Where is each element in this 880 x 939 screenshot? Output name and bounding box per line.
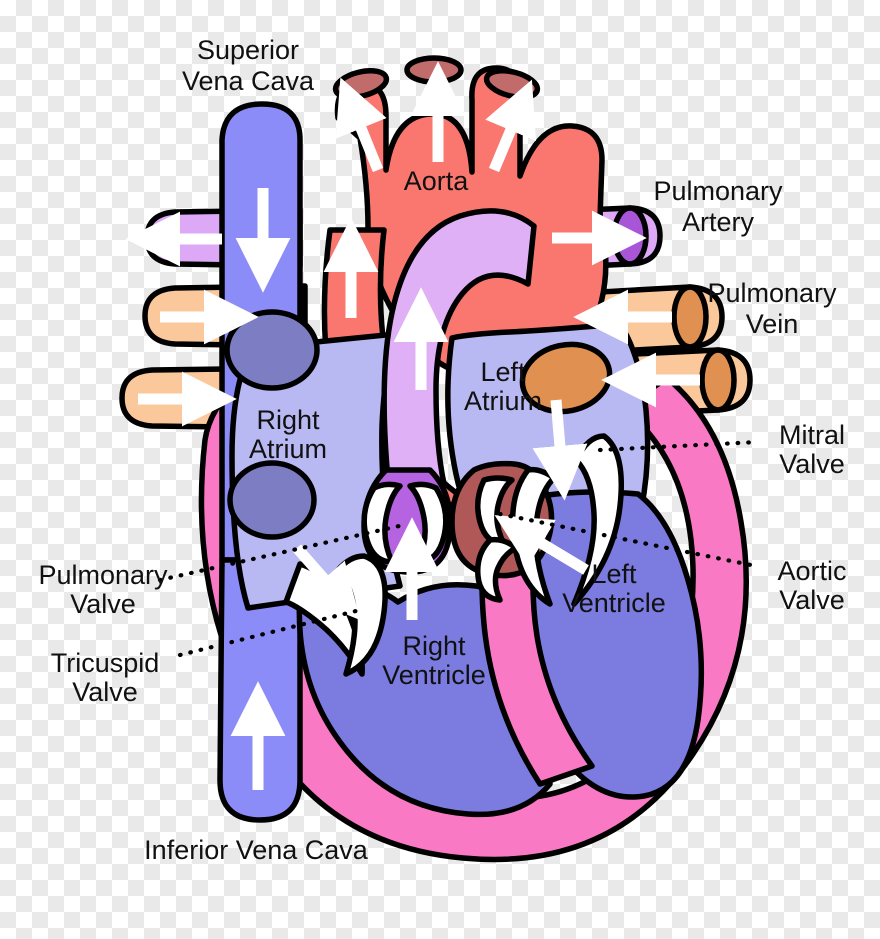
label-aortic-valve-line2: Valve <box>779 585 845 615</box>
label-pulmonary-vein-line2: Vein <box>746 309 799 339</box>
flow-arrow-tricuspid-inflow <box>292 544 361 621</box>
aorta-branch-cap-center <box>404 55 464 85</box>
pulmonary-trunk-vessel <box>381 208 537 487</box>
label-superior-vena-cava-line2: Vena Cava <box>182 66 315 96</box>
pulmonary-artery-cap-right <box>611 205 649 267</box>
label-tricuspid-valve-line1: Tricuspid <box>51 648 160 678</box>
label-pulmonary-artery-line2: Artery <box>682 207 755 237</box>
flow-arrows-group <box>125 61 700 790</box>
flow-arrow-aorta-branch-left <box>335 77 387 173</box>
label-right-atrium-line2: Atrium <box>249 434 327 464</box>
label-aortic-valve-line1: Aortic <box>777 556 846 586</box>
label-mitral-valve-line2: Valve <box>779 449 845 479</box>
pulmonary-vein-cap-right-lower <box>699 347 737 413</box>
inferior-vena-cava-ostium <box>227 460 317 540</box>
label-right-ventricle-line2: Ventricle <box>382 660 486 690</box>
leader-lines-group <box>157 439 761 658</box>
label-left-ventricle-line1: Left <box>591 559 637 589</box>
labels-group: Superior Vena Cava Aorta Pulmonary Arter… <box>38 35 846 865</box>
label-tricuspid-valve-line2: Valve <box>72 677 138 707</box>
label-pulmonary-valve-line2: Valve <box>70 589 136 619</box>
label-mitral-valve-line1: Mitral <box>779 420 845 450</box>
label-superior-vena-cava-line1: Superior <box>197 35 299 65</box>
label-right-ventricle-line1: Right <box>402 631 466 661</box>
label-right-atrium-line1: Right <box>256 405 320 435</box>
flow-arrow-left-ventricle-outflow <box>494 515 589 575</box>
label-left-atrium-line1: Left <box>480 357 526 387</box>
leader-line-tricuspid-valve <box>177 607 363 658</box>
superior-vena-cava-ostium <box>224 309 320 391</box>
label-aorta: Aorta <box>404 166 470 196</box>
label-inferior-vena-cava: Inferior Vena Cava <box>144 835 369 865</box>
label-pulmonary-artery-line1: Pulmonary <box>653 176 783 206</box>
flow-arrow-aorta-branch-right <box>485 79 537 173</box>
pulmonary-vein-cap-right-upper <box>671 284 709 350</box>
label-left-ventricle-line2: Ventricle <box>562 588 666 618</box>
label-left-atrium-line2: Atrium <box>464 386 542 416</box>
leader-line-pulmonary-valve <box>157 521 411 583</box>
flow-arrow-mitral-inflow <box>532 399 588 501</box>
label-pulmonary-valve-line1: Pulmonary <box>38 560 168 590</box>
label-pulmonary-vein-line1: Pulmonary <box>707 278 837 308</box>
leader-line-aortic-valve <box>497 511 759 569</box>
